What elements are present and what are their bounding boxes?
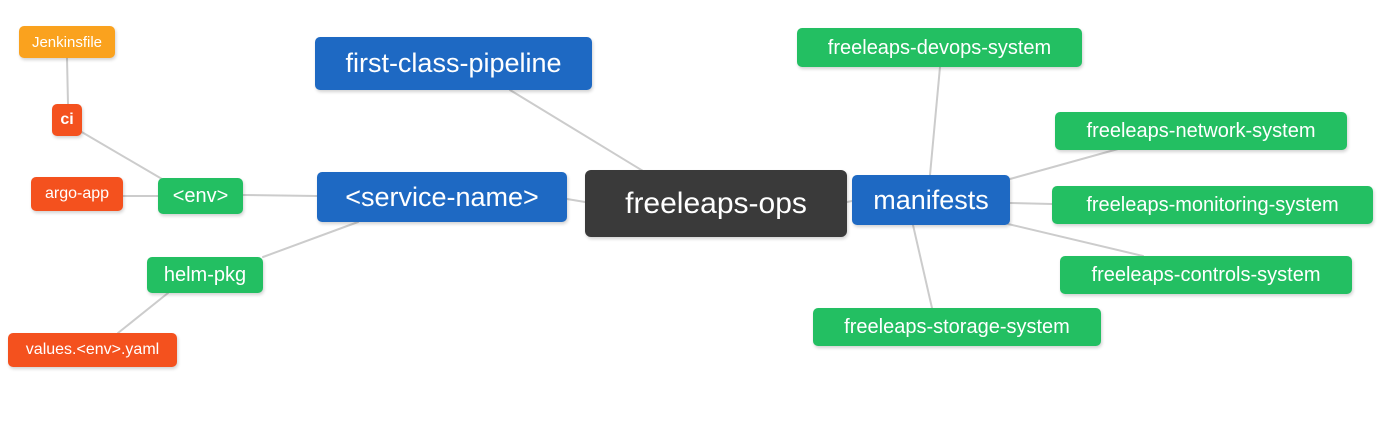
edge-manifests-monitoring bbox=[1009, 202, 1053, 205]
edge-jenkinsfile-ci bbox=[66, 57, 69, 105]
node-service-name[interactable]: <service-name> bbox=[317, 172, 567, 222]
edge-manifests-network bbox=[1009, 148, 1119, 180]
node-jenkinsfile[interactable]: Jenkinsfile bbox=[19, 26, 115, 58]
edge-manifests-controls bbox=[1007, 223, 1144, 257]
node-freeleaps-ops[interactable]: freeleaps-ops bbox=[585, 170, 847, 237]
edge-env-service-name bbox=[242, 194, 318, 197]
edge-root-manifests bbox=[846, 200, 853, 203]
node-ci[interactable]: ci bbox=[52, 104, 82, 136]
node-freeleaps-monitoring-system[interactable]: freeleaps-monitoring-system bbox=[1052, 186, 1373, 224]
node-first-class-pipeline[interactable]: first-class-pipeline bbox=[315, 37, 592, 90]
node-freeleaps-storage-system[interactable]: freeleaps-storage-system bbox=[813, 308, 1101, 346]
edge-service-name-helm-pkg bbox=[262, 221, 359, 258]
edge-ci-env bbox=[79, 130, 163, 180]
edge-pipeline-root bbox=[509, 89, 644, 172]
node-freeleaps-controls-system[interactable]: freeleaps-controls-system bbox=[1060, 256, 1352, 294]
edge-service-name-root bbox=[566, 198, 586, 203]
node-manifests[interactable]: manifests bbox=[852, 175, 1010, 225]
edge-helm-pkg-values bbox=[117, 292, 169, 334]
node-freeleaps-devops-system[interactable]: freeleaps-devops-system bbox=[797, 28, 1082, 67]
node-freeleaps-network-system[interactable]: freeleaps-network-system bbox=[1055, 112, 1347, 150]
edge-manifests-devops bbox=[929, 66, 941, 176]
node-helm-pkg[interactable]: helm-pkg bbox=[147, 257, 263, 293]
node-env[interactable]: <env> bbox=[158, 178, 243, 214]
node-argo-app[interactable]: argo-app bbox=[31, 177, 123, 211]
edge-manifests-storage bbox=[912, 224, 933, 309]
node-values-env-yaml[interactable]: values.<env>.yaml bbox=[8, 333, 177, 367]
